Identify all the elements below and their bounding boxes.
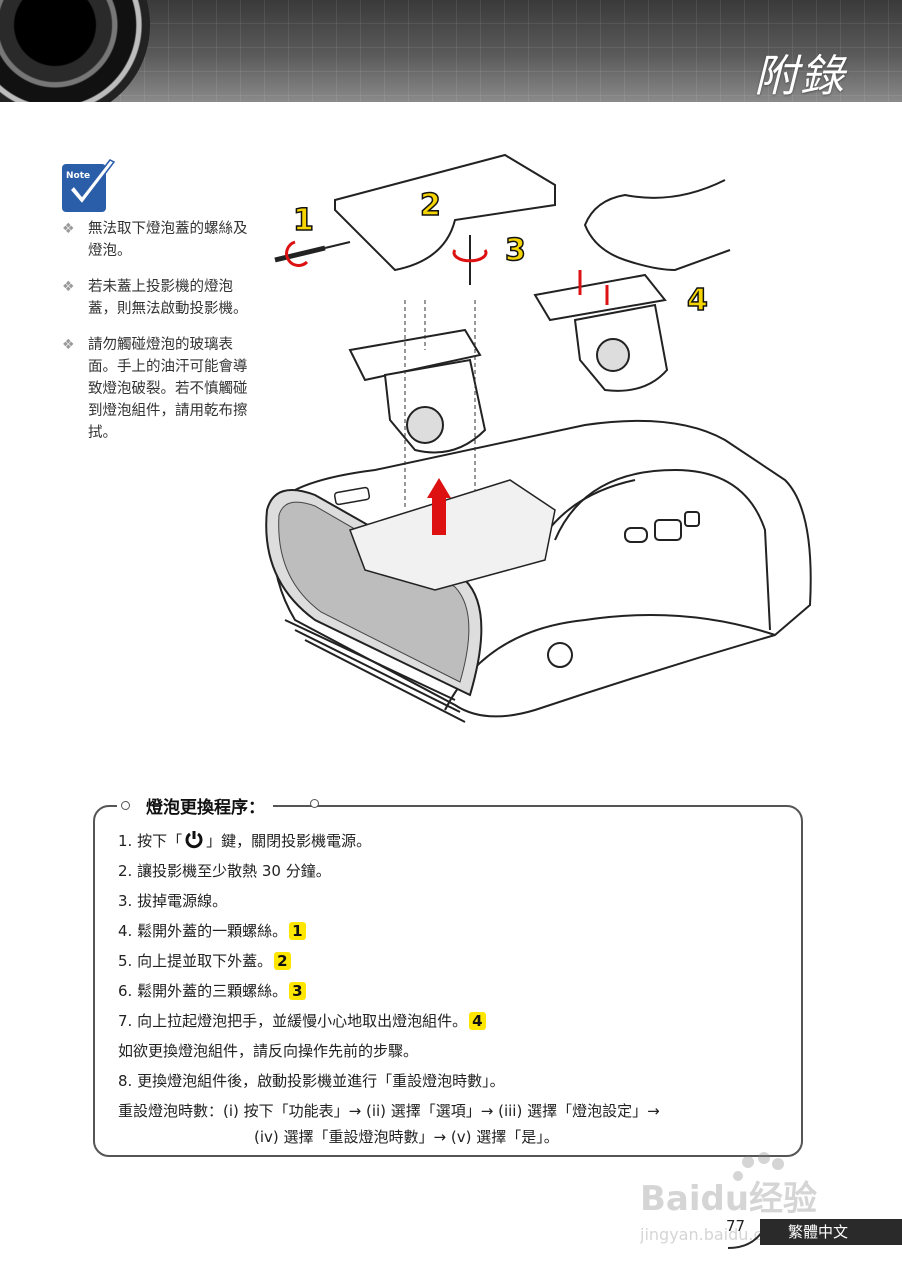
step-item: 6. 鬆開外蓋的三顆螺絲。3 [118,976,798,1006]
note-item: ❖ 若未蓋上投影機的燈泡蓋，則無法啟動投影機。 [62,276,252,320]
title-dot-icon [121,800,130,810]
lamp-cavity [349,479,556,591]
step-text: 7. 向上拉起燈泡把手，並緩慢小心地取出燈泡組件。 [118,1012,468,1030]
note-list: ❖ 無法取下燈泡蓋的螺絲及燈泡。 ❖ 若未蓋上投影機的燈泡蓋，則無法啟動投影機。… [62,218,252,458]
step-text: 5. 向上提並取下外蓋。 [118,952,273,970]
note-item: ❖ 請勿觸碰燈泡的玻璃表面。手上的油汗可能會導致燈泡破裂。若不慎觸碰到燈泡組件，… [62,334,252,444]
diamond-bullet-icon: ❖ [62,337,75,353]
procedure-box [93,805,803,1157]
lamp-replacement-illustration: 1 2 3 4 [265,153,812,723]
guide-lines [404,300,476,510]
control-buttons [547,511,700,668]
step-text: 4. 鬆開外蓋的一顆螺絲。 [118,922,288,940]
step-item: 1. 按下「 」鍵，關閉投影機電源。 [118,826,798,856]
vent-slot [333,486,371,506]
step-item: 4. 鬆開外蓋的一顆螺絲。1 [118,916,798,946]
lamp-module [348,328,487,454]
page-header: 附錄 [0,0,902,102]
step-text: 2. 讓投影機至少散熱 30 分鐘。 [118,862,331,880]
step-item: 2. 讓投影機至少散熱 30 分鐘。 [118,856,798,886]
page-number: 77 [726,1217,746,1235]
callout-2: 2 [420,188,441,223]
screwdriver-icon [452,235,488,285]
note-text: 無法取下燈泡蓋的螺絲及燈泡。 [88,221,248,259]
step-text: 1. 按下「 [118,832,183,850]
step-badge: 3 [289,982,306,1000]
step-item: 5. 向上提並取下外蓋。2 [118,946,798,976]
speaker-grille [265,489,483,697]
step-text: 」鍵，關閉投影機電源。 [206,832,372,850]
procedure-steps: 1. 按下「 」鍵，關閉投影機電源。 2. 讓投影機至少散熱 30 分鐘。 3. … [118,826,798,1148]
up-arrow-icon [427,478,451,535]
note-check-icon: Note [62,159,116,212]
lamp-module [533,273,669,392]
note-item: ❖ 無法取下燈泡蓋的螺絲及燈泡。 [62,218,252,262]
lamp-cover [334,153,556,272]
note-text: 請勿觸碰燈泡的玻璃表面。手上的油汗可能會導致燈泡破裂。若不慎觸碰到燈泡組件，請用… [88,337,248,441]
callout-1: 1 [293,203,314,238]
watermark-brand: Baidu经验 [640,1179,817,1219]
reverse-note: 如欲更換燈泡組件，請反向操作先前的步驟。 [118,1042,419,1060]
header-grid-pattern [0,0,902,102]
step-badge: 1 [289,922,306,940]
reset-instruction: (iv) 選擇「重設燈泡時數」→ (v) 選擇「是」。 [254,1128,559,1146]
note-icon-label: Note [66,171,90,181]
step-text: 6. 鬆開外蓋的三顆螺絲。 [118,982,288,1000]
procedure-title: 燈泡更換程序： [146,797,265,818]
step-badge: 2 [274,952,291,970]
power-icon [185,831,203,849]
baidu-watermark: Baidu经验 jingyan.baidu.com [640,1152,817,1244]
screwdriver-icon [274,240,351,267]
lift-arrow-icon [578,270,609,305]
diamond-bullet-icon: ❖ [62,221,75,237]
language-label: 繁體中文 [760,1219,902,1245]
title-dot-icon [310,799,319,808]
hand-icon [583,179,731,272]
callout-4: 4 [687,283,708,318]
lens-graphic [0,0,150,102]
diamond-bullet-icon: ❖ [62,279,75,295]
step-text: 3. 拔掉電源線。 [118,892,228,910]
step-item: 7. 向上拉起燈泡把手，並緩慢小心地取出燈泡組件。4 [118,1006,798,1036]
step-badge: 4 [469,1012,486,1030]
note-text: 若未蓋上投影機的燈泡蓋，則無法啟動投影機。 [88,279,248,317]
reset-instruction: 重設燈泡時數：(i) 按下「功能表」→ (ii) 選擇「選項」→ (iii) 選… [118,1102,660,1120]
step-item: 8. 更換燈泡組件後，啟動投影機並進行「重設燈泡時數」。 [118,1072,505,1090]
watermark-url: jingyan.baidu.com [640,1225,788,1244]
procedure-title-wrap: 燈泡更換程序： [117,790,273,820]
callout-3: 3 [505,233,526,268]
page-title: 附錄 [754,51,846,102]
step-item: 3. 拔掉電源線。 [118,886,798,916]
